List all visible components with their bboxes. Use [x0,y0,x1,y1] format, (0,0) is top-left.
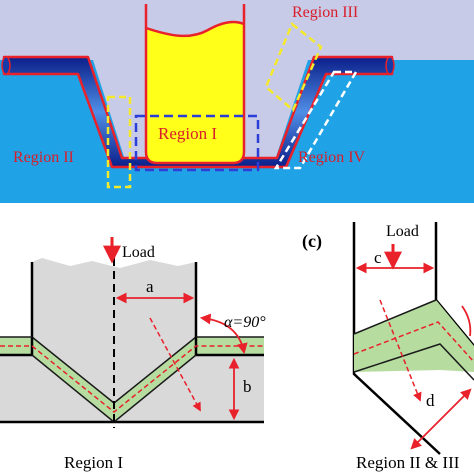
punch [146,22,244,163]
shear-direction-arrow [149,317,201,412]
region-2-box [106,95,132,189]
punch-outline [144,4,246,165]
region-1-box [134,114,260,172]
bottom-right-panel: (c) Load c d Region II & III [302,222,474,472]
right-band-edges [353,299,474,381]
region-4-box [273,70,359,170]
dimension-b-label: b [243,377,252,396]
dimension-c-label: c [374,248,382,267]
right-panel-shear-band [354,300,474,372]
right-shear-path-dashed [353,321,474,363]
sheet-left-end [1,56,11,75]
top-panel: Region I Region II Region III Region IV [0,0,474,203]
dimension-d-label: d [426,391,435,410]
region-3-box [264,21,323,113]
region-3-label: Region III [292,4,358,21]
right-angle-arc [461,305,472,337]
sheet-band [2,55,394,169]
dimension-d-arrow [410,388,472,450]
load-label: Load [122,244,155,261]
region-1-label: Region I [158,124,217,143]
region-1-caption: Region I [64,453,123,472]
right-panel-guide [379,299,422,402]
lower-right-diagonal [113,354,197,423]
panel-tag-c: (c) [302,231,322,252]
sheet-right-end [385,56,395,75]
dimension-a-label: a [146,277,154,296]
lower-left-diagonal [31,354,115,423]
punch-top-curve [145,20,245,38]
region-2-label: Region II [13,149,74,166]
angle-label: α=90° [224,314,266,331]
region-4-label: Region IV [298,149,366,166]
bottom-left-panel: Load a α=90° b Region I [0,237,266,472]
region-2-3-caption: Region II & III [356,453,460,472]
right-load-label: Load [386,223,419,240]
angle-arc [199,313,248,355]
